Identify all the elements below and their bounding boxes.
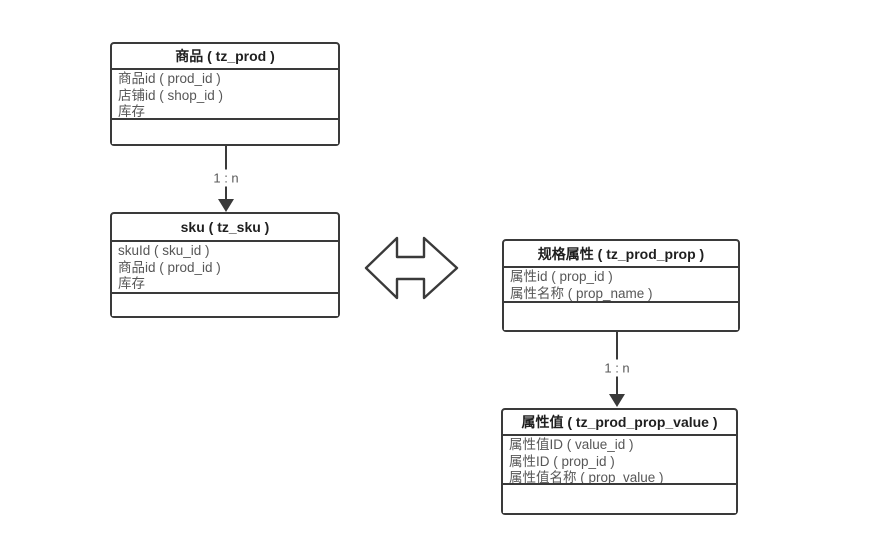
entity-sku-empty-section	[112, 294, 338, 316]
entity-field: 属性ID ( prop_id )	[509, 453, 615, 469]
connector-cardinality-label: 1 : n	[211, 169, 241, 187]
entity-prod[interactable]: 商品 ( tz_prod ) 商品id ( prod_id ) 店铺id ( s…	[110, 42, 340, 146]
entity-prod-prop-title: 规格属性 ( tz_prod_prop )	[504, 241, 738, 268]
entity-field: 属性id ( prop_id )	[510, 269, 613, 284]
entity-field: 属性值名称 ( prop_value )	[509, 470, 664, 485]
entity-sku-title: sku ( tz_sku )	[112, 214, 338, 242]
entity-prod-prop-empty-section	[504, 303, 738, 330]
entity-prod-prop-value[interactable]: 属性值 ( tz_prod_prop_value ) 属性值ID ( value…	[501, 408, 738, 515]
entity-prod-prop[interactable]: 规格属性 ( tz_prod_prop ) 属性id ( prop_id ) 属…	[502, 239, 740, 332]
entity-field: 店铺id ( shop_id )	[118, 87, 224, 103]
entity-prod-prop-fields: 属性id ( prop_id ) 属性名称 ( prop_name )	[504, 268, 738, 303]
arrow-down-icon	[609, 394, 625, 407]
entity-field: skuId ( sku_id )	[118, 243, 210, 258]
entity-prod-title: 商品 ( tz_prod )	[112, 44, 338, 70]
arrow-down-icon	[218, 199, 234, 212]
connector-prop-to-prop-value: 1 : n	[602, 332, 632, 407]
entity-field: 库存	[118, 276, 145, 291]
connector-cardinality-label: 1 : n	[602, 359, 632, 377]
entity-field: 属性名称 ( prop_name )	[510, 285, 653, 301]
entity-prod-empty-section	[112, 120, 338, 144]
entity-field: 商品id ( prod_id )	[118, 259, 221, 275]
connector-prod-to-sku: 1 : n	[211, 146, 241, 212]
entity-field: 库存	[118, 104, 145, 119]
entity-sku-fields: skuId ( sku_id ) 商品id ( prod_id ) 库存	[112, 242, 338, 294]
double-horizontal-arrow-icon	[364, 236, 459, 300]
entity-field: 属性值ID ( value_id )	[509, 437, 634, 452]
entity-field: 商品id ( prod_id )	[118, 71, 221, 86]
entity-sku[interactable]: sku ( tz_sku ) skuId ( sku_id ) 商品id ( p…	[110, 212, 340, 318]
entity-prod-prop-value-title: 属性值 ( tz_prod_prop_value )	[503, 410, 736, 436]
entity-prod-prop-value-empty-section	[503, 485, 736, 513]
entity-prod-fields: 商品id ( prod_id ) 店铺id ( shop_id ) 库存	[112, 70, 338, 120]
entity-prod-prop-value-fields: 属性值ID ( value_id ) 属性ID ( prop_id ) 属性值名…	[503, 436, 736, 485]
